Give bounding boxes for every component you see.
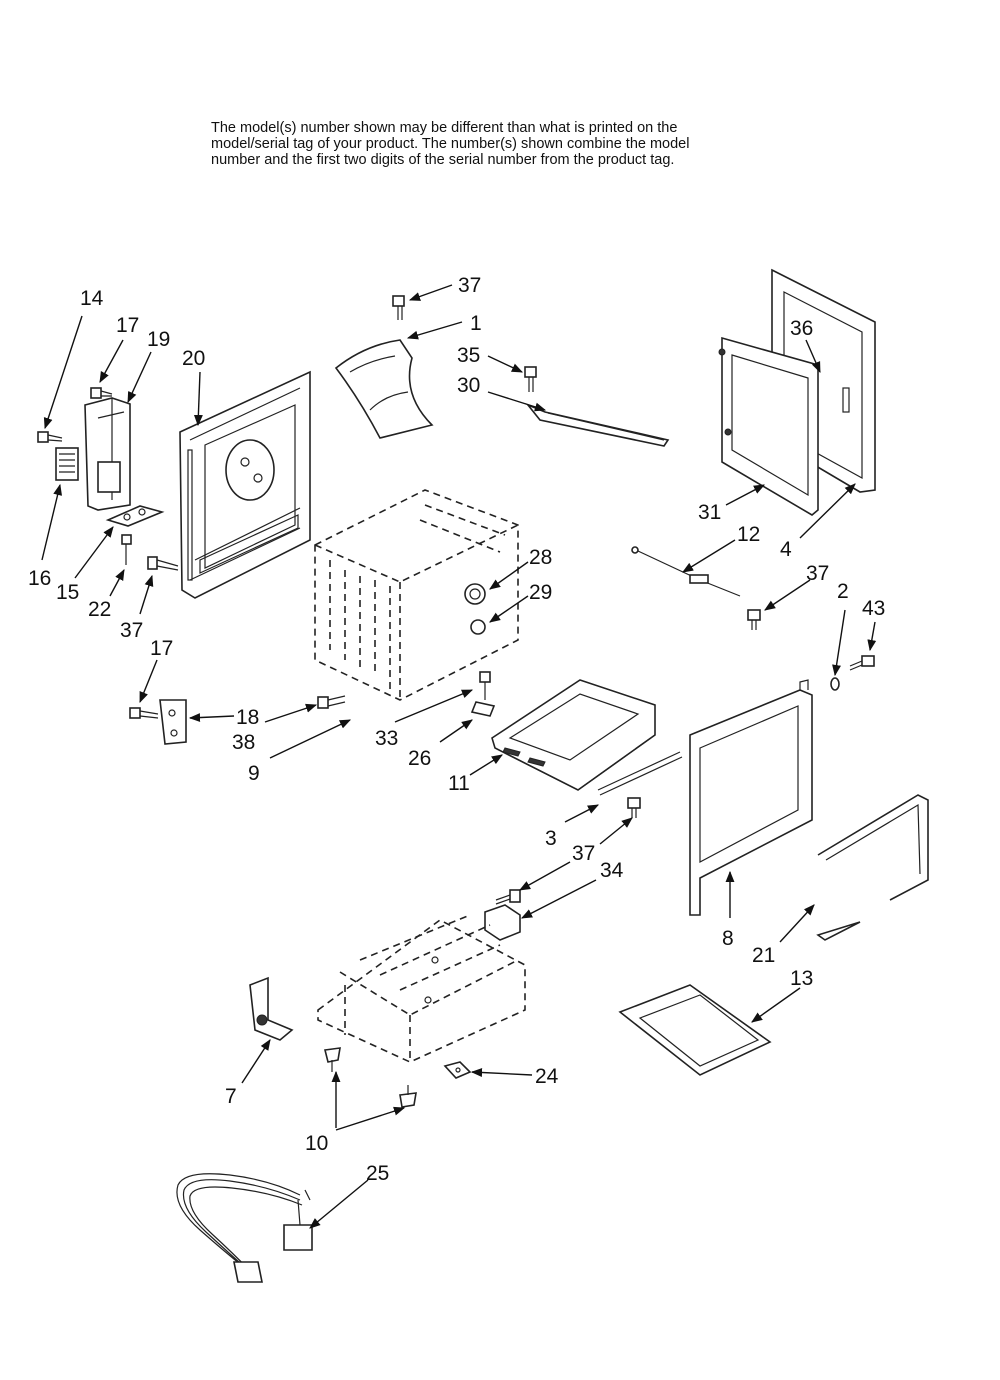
part-21-gasket: [816, 794, 929, 941]
part-17-screw: [129, 707, 159, 719]
part-7-bracket: [249, 976, 294, 1041]
callout-30: 30: [457, 374, 480, 397]
part-38-screw: [317, 695, 346, 709]
callout-7: 7: [225, 1085, 237, 1108]
callout-29: 29: [529, 581, 552, 604]
callout-labels: 14 17 19 20 16 15 22 37 37 1 35 30 36 31…: [28, 274, 885, 1185]
callout-37: 37: [572, 842, 595, 865]
part-26-screw: [470, 671, 496, 717]
part-37-screw: [147, 556, 179, 571]
callout-37: 37: [806, 562, 829, 585]
part-20-rear-panel: [179, 370, 311, 599]
callout-37: 37: [458, 274, 481, 297]
part-11-drip-tray: [491, 679, 656, 791]
callout-10: 10: [305, 1132, 328, 1155]
oven-cavity: [314, 489, 519, 701]
part-18-bracket: [159, 699, 187, 745]
callout-11: 11: [448, 772, 470, 795]
callout-24: 24: [535, 1065, 559, 1088]
part-8-frame: [689, 679, 813, 916]
part-12-sensor: [631, 546, 741, 597]
callout-15: 15: [56, 581, 79, 604]
part-37-screw: [495, 889, 521, 905]
part-43-screw: [849, 655, 875, 671]
callout-38: 38: [232, 731, 255, 754]
note-line: number and the first two digits of the s…: [211, 152, 675, 168]
callout-31: 31: [698, 501, 721, 524]
part-17-screw: [90, 387, 113, 399]
part-34-block: [484, 904, 521, 941]
callout-20: 20: [182, 347, 205, 370]
callout-17: 17: [116, 314, 139, 337]
callout-26: 26: [408, 747, 431, 770]
note-line: model/serial tag of your product. The nu…: [211, 136, 690, 152]
part-10-leveling-leg: [399, 1085, 417, 1108]
part-14-screw: [37, 431, 63, 443]
part-10-leveling-leg: [324, 1047, 341, 1072]
part-13-bottom-panel: [618, 984, 772, 1076]
callout-18: 18: [236, 706, 259, 729]
callout-35: 35: [457, 344, 480, 367]
part-22-screw: [121, 534, 132, 565]
callout-8: 8: [722, 927, 734, 950]
callout-25: 25: [366, 1162, 389, 1185]
model-number-note: The model(s) number shown may be differe…: [211, 120, 811, 168]
callout-21: 21: [752, 944, 775, 967]
part-30-rod: [525, 403, 670, 447]
part-2-washer: [830, 677, 840, 691]
part-3-rod: [597, 751, 683, 796]
leader-lines: [41, 284, 877, 1229]
part-1-insulation-wrap: [334, 339, 434, 439]
part-37-screw: [392, 295, 405, 320]
callout-16: 16: [28, 567, 51, 590]
callout-3: 3: [545, 827, 557, 850]
callout-36: 36: [790, 317, 813, 340]
part-37-screw: [747, 609, 761, 630]
part-25-power-cord: [176, 1173, 313, 1283]
callout-34: 34: [600, 859, 624, 882]
part-35-screw: [524, 366, 537, 392]
callout-22: 22: [88, 598, 111, 621]
callout-13: 13: [790, 967, 813, 990]
callout-12: 12: [737, 523, 760, 546]
callout-37: 37: [120, 619, 143, 642]
part-16-vent-plate: [55, 447, 79, 481]
part-15-plate: [105, 505, 165, 527]
part-24-clip: [443, 1061, 472, 1079]
part-31-door-inner-frame: [718, 336, 819, 516]
callout-2: 2: [837, 580, 849, 603]
callout-19: 19: [147, 328, 170, 351]
callout-28: 28: [529, 546, 552, 569]
callout-33: 33: [375, 727, 398, 750]
callout-9: 9: [248, 762, 260, 785]
part-19-bracket-box: [84, 397, 131, 511]
note-line: The model(s) number shown may be differe…: [211, 120, 678, 136]
drawer-box: [317, 914, 526, 1063]
callout-4: 4: [780, 538, 792, 561]
callout-17: 17: [150, 637, 173, 660]
callout-14: 14: [80, 287, 104, 310]
callout-43: 43: [862, 597, 885, 620]
callout-1: 1: [470, 312, 482, 335]
part-37-screw: [627, 797, 641, 818]
